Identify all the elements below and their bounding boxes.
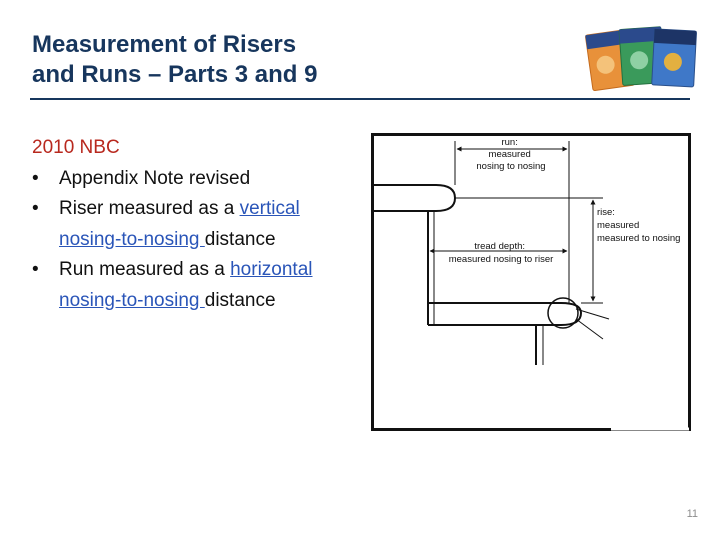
bullet-glyph: •	[32, 259, 39, 280]
bullet-item: • Appendix Note revised	[32, 164, 322, 195]
run-label-line-1: run:	[501, 137, 517, 148]
bullet-text-suffix: distance	[204, 289, 276, 311]
horizontal-nosing-link[interactable]: horizontal nosing-to-nosing	[59, 259, 313, 311]
section-heading: 2010 NBC	[32, 137, 120, 158]
rise-label-line-3: measured to nosing	[597, 233, 680, 244]
stair-measurement-diagram: run: measured nosing to nosing tread dep…	[371, 133, 691, 431]
tread-label-line-2: measured nosing to riser	[449, 254, 554, 265]
bullet-text: Run measured as a	[59, 259, 225, 280]
nosing-detail-circle	[547, 297, 579, 329]
run-label-line-2: measured	[489, 149, 531, 160]
detail-leader-1	[575, 308, 610, 320]
rise-label: rise: measured measured to nosing	[597, 207, 680, 244]
title-line-2: and Runs – Parts 3 and 9	[32, 61, 318, 88]
bullet-text: Appendix Note revised	[59, 167, 251, 189]
slide-body: 2010 NBC • Appendix Note revised • Riser m…	[32, 133, 322, 316]
run-label: run: measured nosing to nosing	[476, 137, 545, 172]
page-number: 11	[686, 508, 698, 520]
rise-label-line-2: measured	[597, 220, 639, 231]
bullet-text: Riser measured as a	[59, 198, 235, 219]
run-label-line-3: nosing to nosing	[476, 161, 545, 172]
diagram-frame	[371, 133, 691, 431]
vertical-nosing-link[interactable]: vertical nosing-to-nosing	[59, 198, 300, 250]
tread-label-line-1: tread depth:	[474, 241, 525, 252]
code-books-logo	[585, 26, 697, 92]
bullet-item: • Run measured as a horizontal nosing-to-…	[32, 255, 322, 316]
bullet-glyph: •	[32, 167, 39, 189]
lower-tread	[428, 302, 583, 326]
title-line-1: Measurement of Risers	[32, 31, 297, 58]
rise-label-line-1: rise:	[597, 207, 615, 218]
bullet-glyph: •	[32, 198, 39, 219]
book-cover-blue	[651, 28, 697, 88]
tread-label: tread depth: measured nosing to riser	[449, 241, 554, 265]
title-divider	[30, 98, 690, 100]
detail-leader-2	[575, 318, 604, 340]
bullet-item: • Riser measured as a vertical nosing-to-…	[32, 194, 322, 255]
bullet-text-suffix: distance	[204, 228, 276, 250]
bullet-list: • Appendix Note revised • Riser measured a…	[32, 164, 322, 317]
slide-title: Measurement of Risers and Runs – Parts 3…	[32, 30, 572, 90]
